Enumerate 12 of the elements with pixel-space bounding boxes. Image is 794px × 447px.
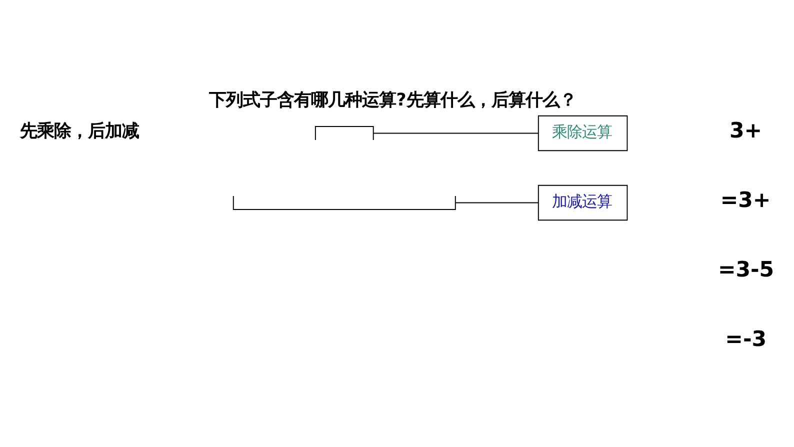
label: 3+ (730, 118, 762, 144)
label: =3+ (720, 188, 771, 213)
node-box: 乘除运算 (538, 114, 628, 151)
connector (372, 132, 539, 134)
label: =3-5 (718, 257, 774, 282)
connector (455, 202, 539, 203)
label: 先乘除，后加减 (20, 121, 140, 142)
diagram-title: 下列式子含有哪几种运算?先算什么，后算什么？ (209, 90, 576, 110)
node-bracket (314, 126, 374, 140)
label: =-3 (725, 326, 767, 352)
node-bracket (232, 195, 456, 210)
node-box: 加减运算 (538, 184, 628, 220)
